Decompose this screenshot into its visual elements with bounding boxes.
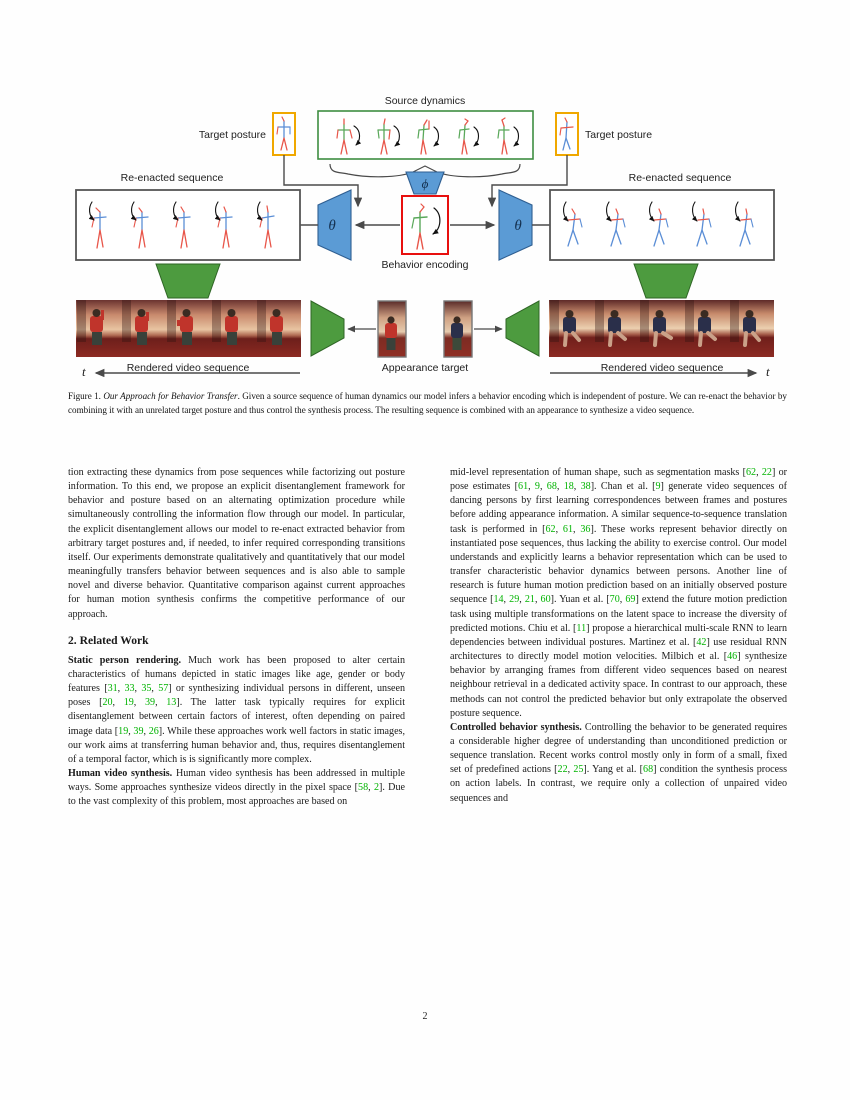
rich-left_column.para_static.segments: Much work has been proposed to alter cer…: [68, 654, 406, 765]
source-dynamics-label: Source dynamics: [385, 95, 466, 107]
citation-reference[interactable]: 29: [509, 594, 520, 606]
figure-caption-number: Figure 1.: [68, 391, 101, 401]
citation-reference[interactable]: 33: [124, 683, 135, 695]
appearance-encoder-right: [505, 300, 540, 357]
citation-reference[interactable]: 46: [727, 651, 738, 663]
runin-static-person-rendering: Static person rendering.: [68, 654, 182, 666]
target-posture-label-left: Target posture: [199, 129, 266, 141]
citation-reference[interactable]: 19: [118, 725, 129, 737]
paragraph-human-video-synthesis: Human video synthesis. Human video synth…: [68, 767, 405, 809]
citation-reference[interactable]: 70: [609, 594, 620, 606]
citation-reference[interactable]: 14: [493, 594, 504, 606]
paragraph-controlled-behavior-synthesis: Controlled behavior synthesis. Controlli…: [450, 721, 787, 806]
target-posture-box-right: [555, 112, 579, 156]
citation-reference[interactable]: 39: [144, 697, 156, 709]
paragraph-intro-continued: tion extracting these dynamics from pose…: [68, 467, 405, 620]
citation-reference[interactable]: 9: [534, 481, 540, 493]
behavior-encoding-label: Behavior encoding: [382, 259, 469, 271]
render-decoder-right: [633, 263, 699, 299]
reenacted-sequence-box-left: [75, 189, 301, 261]
page-number: 2: [422, 1011, 428, 1022]
citation-reference[interactable]: 19: [123, 697, 134, 709]
source-skeleton-group: [336, 117, 520, 155]
rich-right_column.para_controlled.segments: Controlling the behavior to be generated…: [450, 721, 787, 804]
reenacted-label-left: Re-enacted sequence: [121, 172, 224, 184]
figure-caption-title: Our Approach for Behavior Transfer: [103, 391, 238, 401]
figure-caption-text: . Given a source sequence of human dynam…: [68, 391, 787, 415]
section-heading-related-work: 2. Related Work: [68, 633, 149, 647]
citation-reference[interactable]: 68: [643, 764, 654, 776]
citation-reference[interactable]: 62: [545, 523, 556, 535]
appearance-target-right-person: [451, 316, 463, 350]
paragraph-static-person-rendering: Static person rendering. Much work has b…: [68, 654, 405, 767]
time-axis-label-left: t: [82, 364, 86, 378]
time-axis-label-right: t: [766, 364, 770, 378]
runin-controlled-behavior-synthesis: Controlled behavior synthesis.: [450, 721, 582, 733]
citation-reference[interactable]: 22: [557, 764, 568, 776]
citation-reference[interactable]: 57: [158, 683, 169, 695]
figure-caption: Figure 1. Our Approach for Behavior Tran…: [68, 390, 787, 417]
citation-reference[interactable]: 61: [518, 481, 529, 493]
behavior-encoding-skeleton: [411, 203, 441, 250]
citation-reference[interactable]: 62: [745, 467, 757, 478]
citation-reference[interactable]: 18: [563, 481, 574, 493]
citation-reference[interactable]: 22: [761, 467, 772, 478]
rendered-video-label-right: Rendered video sequence: [601, 362, 724, 374]
theta-symbol-right: θ: [514, 218, 522, 234]
theta-right-shape: [498, 189, 533, 261]
target-posture-skeleton-right: [559, 117, 574, 151]
target-left-connector: [283, 155, 363, 208]
citation-reference[interactable]: 21: [524, 594, 535, 606]
citation-reference[interactable]: 42: [696, 636, 707, 648]
paragraph-midlevel-representation: mid-level representation of human shape,…: [450, 466, 787, 721]
rendered-video-right: [549, 300, 774, 357]
citation-reference[interactable]: 31: [107, 683, 118, 695]
citation-reference[interactable]: 69: [625, 594, 636, 606]
rendered-video-label-left: Rendered video sequence: [127, 362, 250, 374]
citation-reference[interactable]: 38: [580, 481, 591, 493]
citation-reference[interactable]: 9: [655, 481, 661, 493]
target-right-connector: [487, 155, 568, 208]
reenacted-sequence-box-right: [549, 189, 775, 261]
source-to-phi-brace: [329, 163, 521, 178]
citation-reference[interactable]: 20: [102, 697, 113, 709]
appearance-encoder-left: [310, 300, 345, 357]
appearance-target-label: Appearance target: [382, 362, 468, 374]
figure-svg: Source dynamics: [75, 95, 775, 378]
reenacted-skeletons-left: [88, 201, 275, 249]
figure-1-diagram: Source dynamics: [68, 88, 782, 378]
citation-reference[interactable]: 2: [373, 782, 379, 794]
phi-symbol: ϕ: [422, 176, 429, 191]
citation-reference[interactable]: 11: [576, 622, 587, 634]
target-posture-skeleton-left: [276, 116, 291, 151]
left-column: tion extracting these dynamics from pose…: [68, 466, 405, 809]
render-decoder-left: [155, 263, 221, 299]
citation-reference[interactable]: 58: [358, 782, 369, 794]
reenacted-skeletons-right: [562, 201, 754, 247]
citation-reference[interactable]: 25: [573, 764, 584, 776]
rendered-video-left: [76, 300, 301, 357]
runin-human-video-synthesis: Human video synthesis.: [68, 767, 173, 779]
citation-reference[interactable]: 60: [540, 594, 551, 606]
citation-reference[interactable]: 13: [166, 697, 177, 709]
rich-left_column.para_human_video.segments: Human video synthesis has been addressed…: [68, 767, 406, 808]
theta-left-shape: [317, 189, 352, 261]
citation-reference[interactable]: 36: [580, 523, 591, 535]
reenacted-label-right: Re-enacted sequence: [629, 172, 732, 184]
target-posture-label-right: Target posture: [585, 129, 652, 141]
rich-right_column.para_midlevel.segments: mid-level representation of human shape,…: [450, 467, 788, 719]
citation-reference[interactable]: 26: [148, 725, 159, 737]
behavior-encoding-box: [401, 195, 449, 255]
theta-symbol-left: θ: [328, 218, 336, 234]
phi-encoder-shape: [405, 171, 445, 195]
citation-reference[interactable]: 61: [562, 523, 574, 535]
right-column: mid-level representation of human shape,…: [450, 466, 787, 806]
citation-reference[interactable]: 39: [133, 725, 144, 737]
citation-reference[interactable]: 35: [141, 683, 152, 695]
appearance-target-left-person: [385, 316, 397, 350]
citation-reference[interactable]: 68: [546, 481, 557, 493]
body-two-column-layout: tion extracting these dynamics from pose…: [68, 466, 787, 996]
